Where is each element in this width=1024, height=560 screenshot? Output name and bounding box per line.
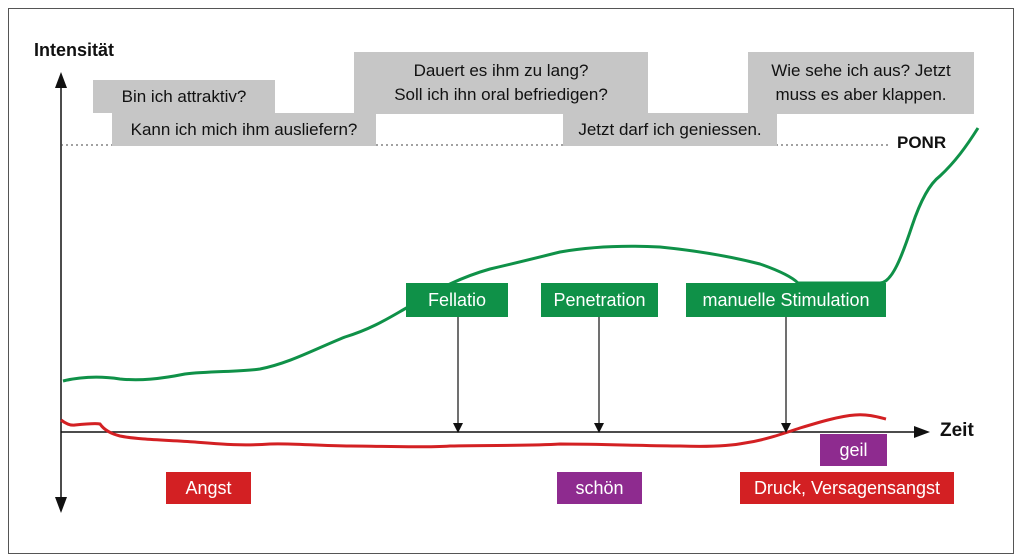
activity-penetration-text: Penetration	[553, 290, 646, 310]
feeling-druck: Druck, Versagensangst	[740, 472, 954, 504]
y-axis-arrow-top	[55, 72, 67, 88]
feeling-angst: Angst	[166, 472, 251, 504]
feeling-schoen-text: schön	[575, 478, 624, 498]
y-axis-label: Intensität	[34, 40, 115, 60]
thought-geniessen: Jetzt darf ich geniessen.	[563, 113, 777, 146]
activity-fellatio-text: Fellatio	[427, 290, 487, 310]
thought-aussehen-line1: Wie sehe ich aus? Jetzt	[771, 61, 951, 80]
activity-fellatio: Fellatio	[406, 283, 508, 317]
activity-manuell: manuelle Stimulation	[686, 283, 886, 317]
thought-dauert: Dauert es ihm zu lang? Soll ich ihn oral…	[354, 52, 648, 114]
intensity-curve-red	[60, 413, 887, 449]
thought-dauert-line2: Soll ich ihn oral befriedigen?	[394, 85, 608, 104]
thought-aussehen-line2: muss es aber klappen.	[775, 85, 947, 104]
activity-penetration: Penetration	[541, 283, 658, 317]
thought-dauert-line1: Dauert es ihm zu lang?	[413, 61, 589, 80]
thought-attraktiv-text: Bin ich attraktiv?	[121, 86, 247, 106]
intensity-curve-green	[62, 127, 980, 383]
activity-manuell-text: manuelle Stimulation	[702, 290, 870, 310]
thought-aussehen: Wie sehe ich aus? Jetzt muss es aber kla…	[748, 52, 974, 114]
feeling-geil-text: geil	[839, 440, 868, 460]
y-axis-arrow-bottom	[55, 497, 67, 513]
x-axis-arrow	[914, 426, 930, 438]
thought-attraktiv: Bin ich attraktiv?	[93, 80, 275, 113]
thought-ausliefern: Kann ich mich ihm ausliefern?	[112, 113, 376, 146]
thought-ausliefern-text: Kann ich mich ihm ausliefern?	[130, 119, 358, 139]
feeling-schoen: schön	[557, 472, 642, 504]
ponr-label: PONR	[897, 133, 947, 152]
diagram-frame	[8, 8, 1014, 554]
x-axis-label: Zeit	[940, 420, 974, 441]
thought-geniessen-text: Jetzt darf ich geniessen.	[578, 119, 762, 139]
feeling-druck-text: Druck, Versagensangst	[753, 478, 941, 498]
feeling-geil: geil	[820, 434, 887, 466]
feeling-angst-text: Angst	[185, 478, 232, 498]
